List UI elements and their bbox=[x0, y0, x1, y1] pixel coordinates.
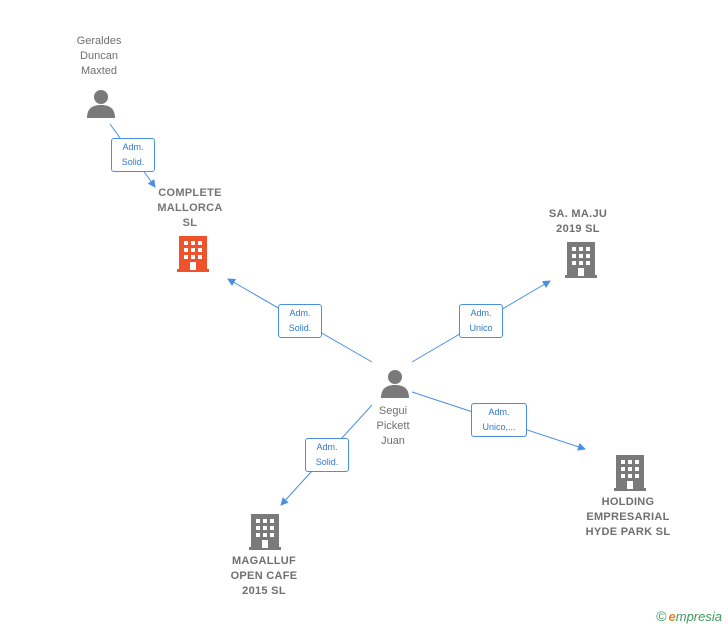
company-label[interactable]: MAGALLUF OPEN CAFE 2015 SL bbox=[230, 555, 298, 597]
building-icon[interactable] bbox=[249, 514, 281, 555]
edge-label: Adm. Solid. bbox=[305, 438, 349, 472]
person-icon[interactable] bbox=[380, 368, 410, 403]
brand-initial: e bbox=[668, 609, 676, 624]
edge-label: Adm. Solid. bbox=[111, 138, 155, 172]
edge-label: Adm. Unico bbox=[459, 304, 503, 338]
copyright-mark: © bbox=[656, 608, 667, 624]
company-label[interactable]: COMPLETE MALLORCA SL bbox=[157, 187, 223, 229]
company-label[interactable]: HOLDING EMPRESARIAL HYDE PARK SL bbox=[585, 496, 671, 538]
company-label[interactable]: SA. MA.JU 2019 SL bbox=[548, 208, 608, 235]
brand-name: mpresia bbox=[675, 609, 722, 624]
brand-logo: ©empresia bbox=[656, 608, 722, 624]
person-icon[interactable] bbox=[86, 88, 116, 123]
edge-label: Adm. Solid. bbox=[278, 304, 322, 338]
building-icon[interactable] bbox=[614, 455, 646, 496]
edge-label: Adm. Unico,... bbox=[471, 403, 527, 437]
building-icon[interactable] bbox=[177, 236, 209, 277]
person-label[interactable]: Geraldes Duncan Maxted bbox=[76, 35, 122, 77]
person-label[interactable]: Segui Pickett Juan bbox=[376, 405, 410, 447]
building-icon[interactable] bbox=[565, 242, 597, 283]
